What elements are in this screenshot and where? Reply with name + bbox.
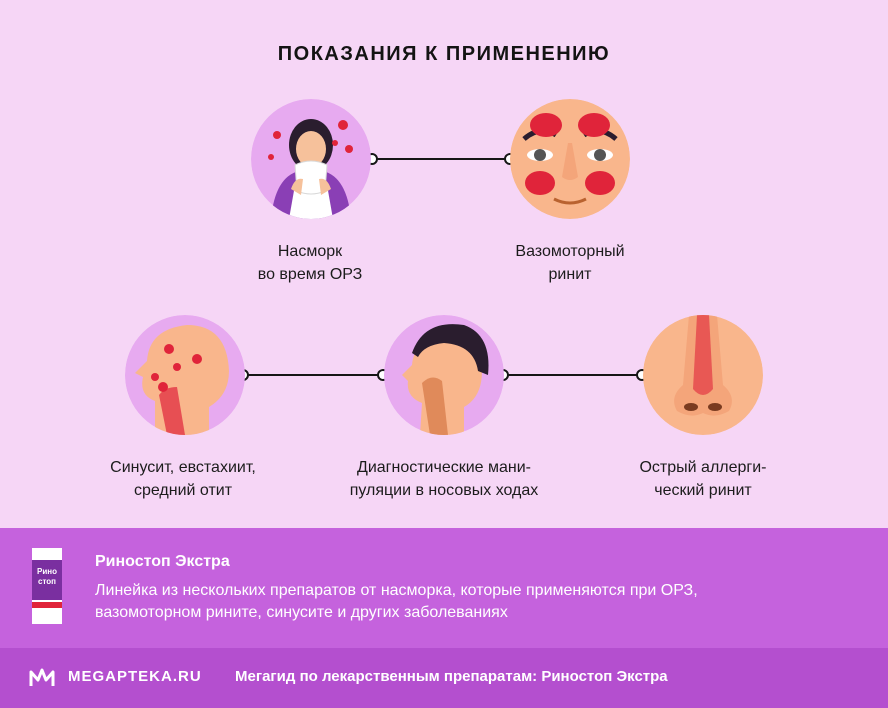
description-line: Линейка из нескольких препаратов от насм… bbox=[95, 582, 698, 599]
label-indication-5: Острый аллерги- ческий ринит bbox=[620, 456, 786, 502]
label-indication-3: Синусит, евстахиит, средний отит bbox=[98, 456, 268, 502]
svg-text:стоп: стоп bbox=[38, 577, 56, 586]
label-indication-2: Вазомоторный ринит bbox=[500, 240, 640, 286]
illustration-head-diagnostics bbox=[384, 315, 504, 435]
label-line: Насморк bbox=[277, 243, 343, 260]
label-line: ринит bbox=[548, 266, 592, 283]
description-line: вазомоторном рините, синусите и других з… bbox=[95, 604, 508, 621]
product-name: Риностоп Экстра bbox=[95, 553, 230, 570]
label-line: пуляции в носовых ходах bbox=[349, 482, 539, 499]
product-box-image: Рино стоп bbox=[28, 546, 66, 626]
megapteka-logo-text[interactable]: MEGAPTEKA.RU bbox=[68, 668, 202, 685]
label-line: средний отит bbox=[133, 482, 233, 499]
label-line: Диагностические мани- bbox=[356, 459, 532, 476]
label-line: ческий ринит bbox=[654, 482, 752, 499]
page-title: ПОКАЗАНИЯ К ПРИМЕНЕНИЮ bbox=[277, 43, 611, 65]
product-banner bbox=[0, 528, 888, 648]
label-line: Вазомоторный bbox=[515, 243, 625, 260]
megapteka-logo-icon[interactable] bbox=[28, 666, 56, 690]
label-indication-1: Насморк во время ОРЗ bbox=[240, 240, 380, 286]
label-line: Острый аллерги- bbox=[639, 459, 767, 476]
illustration-sneezing-woman bbox=[251, 99, 371, 219]
product-box-text: Рино bbox=[37, 567, 57, 576]
connector-3 bbox=[508, 374, 642, 376]
label-line: во время ОРЗ bbox=[257, 266, 363, 283]
footer-caption[interactable]: Мегагид по лекарственным препаратам: Рин… bbox=[235, 668, 668, 685]
illustration-face-sinuses bbox=[510, 99, 630, 219]
footer bbox=[0, 648, 888, 708]
illustration-head-sinusitis bbox=[125, 315, 245, 435]
label-line: Синусит, евстахиит, bbox=[110, 459, 256, 476]
connector-2 bbox=[248, 374, 382, 376]
infographic-main: ПОКАЗАНИЯ К ПРИМЕНЕНИЮ Насморк во вре bbox=[98, 43, 786, 502]
product-description: Линейка из нескольких препаратов от насм… bbox=[95, 580, 855, 624]
connector-1 bbox=[377, 158, 509, 160]
illustration-inflamed-nose bbox=[643, 315, 763, 435]
label-indication-4: Диагностические мани- пуляции в носовых … bbox=[330, 456, 558, 502]
